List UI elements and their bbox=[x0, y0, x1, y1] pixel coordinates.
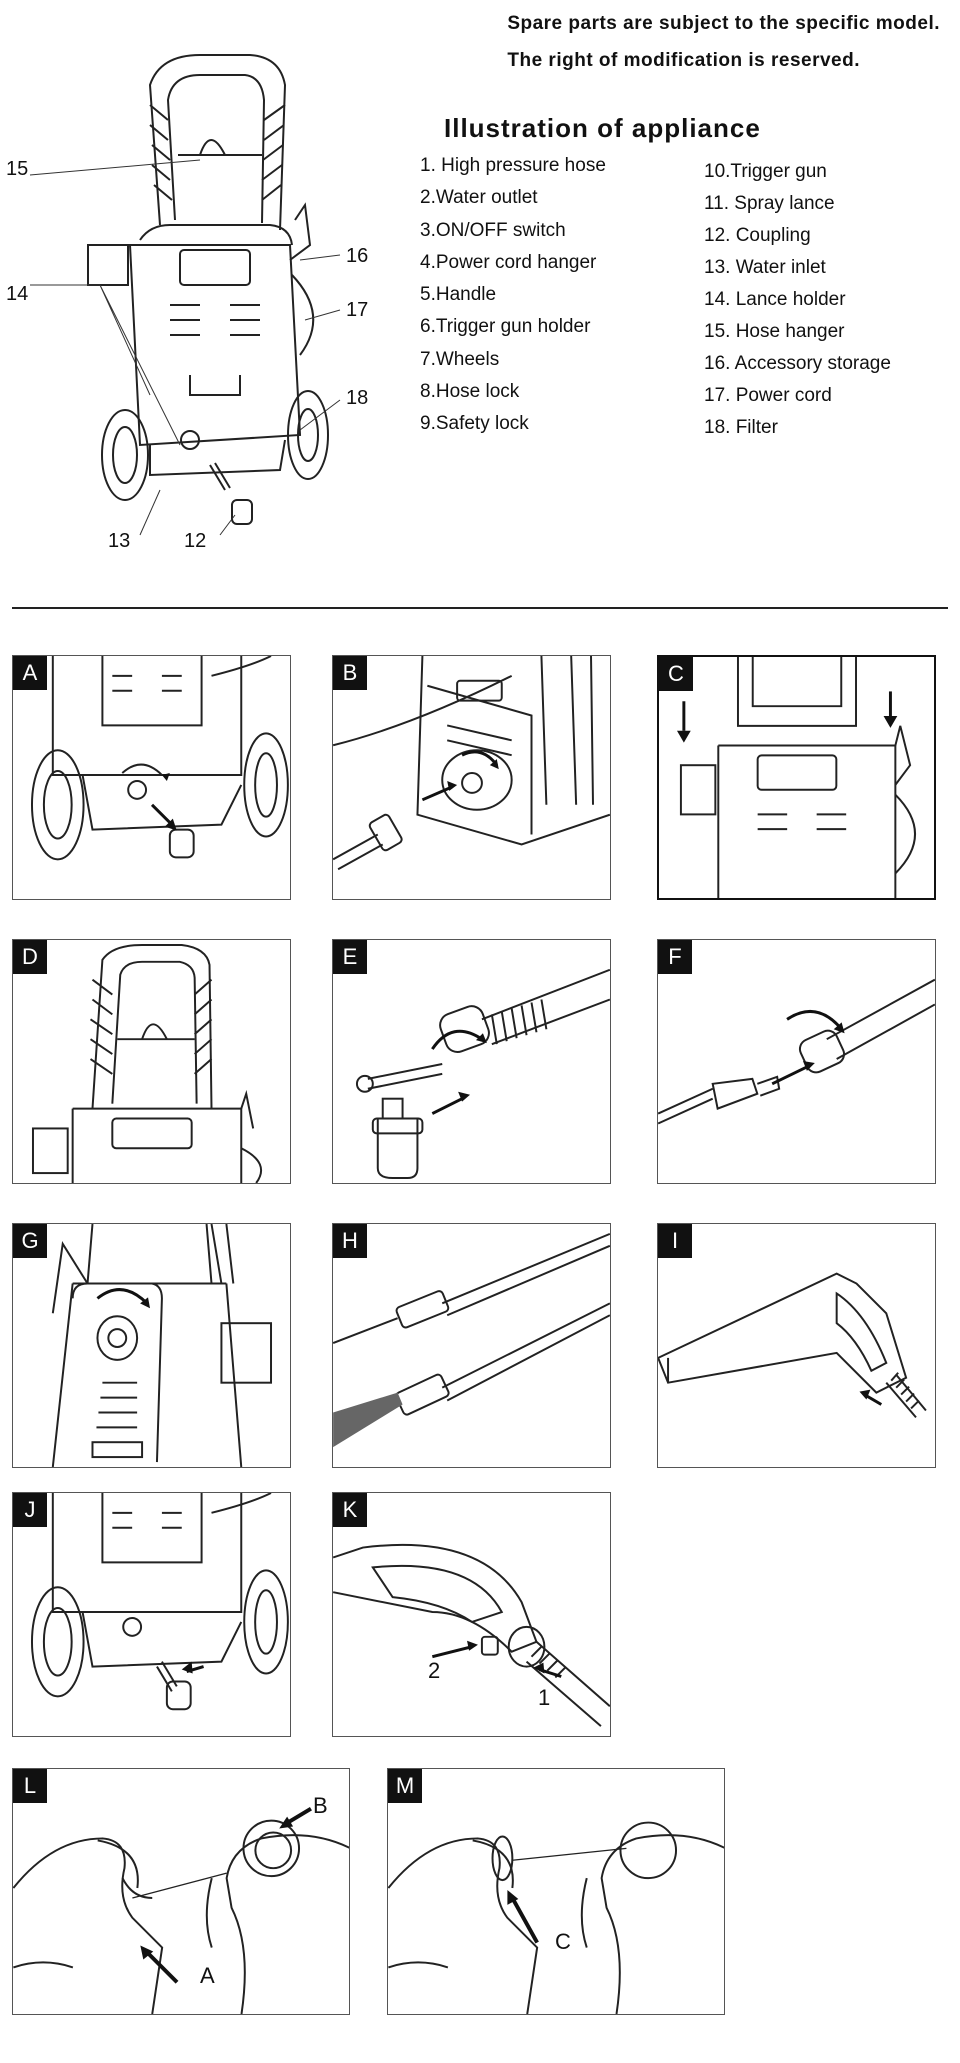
panel-l-label-b: B bbox=[313, 1793, 328, 1818]
panel-i-badge: I bbox=[658, 1224, 692, 1258]
panel-l-badge: L bbox=[13, 1769, 47, 1803]
section-divider bbox=[12, 607, 948, 609]
panel-e: E bbox=[332, 939, 611, 1184]
part-item: 11. Spray lance bbox=[704, 193, 835, 214]
panel-h-badge: H bbox=[333, 1224, 367, 1258]
panel-c-drawing bbox=[676, 657, 916, 898]
part-item: 12. Coupling bbox=[704, 225, 811, 246]
panel-d-drawing bbox=[31, 943, 263, 1183]
part-item: 8.Hose lock bbox=[420, 381, 520, 403]
notice-line-2: The right of modification is reserved. bbox=[507, 50, 860, 71]
panel-k-drawing bbox=[333, 1544, 610, 1727]
panel-l-label-a: A bbox=[200, 1963, 215, 1988]
panel-i: I bbox=[657, 1223, 936, 1468]
callout-12: 12 bbox=[184, 530, 207, 552]
part-item: 14. Lance holder bbox=[704, 289, 846, 310]
panel-h: H bbox=[332, 1223, 611, 1468]
panel-b: B bbox=[332, 655, 611, 900]
panel-k-badge: K bbox=[333, 1493, 367, 1527]
part-item: 9.Safety lock bbox=[420, 413, 529, 435]
callout-17: 17 bbox=[346, 299, 369, 321]
panel-m-badge: M bbox=[388, 1769, 422, 1803]
panel-c: C bbox=[657, 655, 936, 900]
panel-a-drawing bbox=[30, 656, 289, 861]
panel-a-badge: A bbox=[13, 656, 47, 690]
callout-14: 14 bbox=[6, 283, 29, 305]
parts-list-right: 10.Trigger gun 11. Spray lance 12. Coupl… bbox=[704, 156, 891, 444]
part-item: 15. Hose hanger bbox=[704, 321, 845, 342]
panel-f-drawing bbox=[658, 978, 935, 1125]
panel-m-label-c: C bbox=[555, 1929, 571, 1954]
callout-13: 13 bbox=[108, 530, 131, 552]
part-item: 4.Power cord hanger bbox=[420, 251, 597, 273]
panel-e-drawing bbox=[355, 968, 610, 1180]
panel-f: F bbox=[657, 939, 936, 1184]
panel-a: A bbox=[12, 655, 291, 900]
panel-l: L A B bbox=[12, 1768, 350, 2015]
panel-c-badge: C bbox=[659, 657, 693, 691]
panel-k: K 2 1 bbox=[332, 1492, 611, 1737]
part-item: 17. Power cord bbox=[704, 385, 832, 406]
part-item: 3.ON/OFF switch bbox=[420, 219, 566, 241]
parts-list-left: 1. High pressure hose 2.Water outlet 3.O… bbox=[420, 150, 606, 441]
part-item: 10.Trigger gun bbox=[704, 161, 827, 182]
part-item: 6.Trigger gun holder bbox=[420, 316, 591, 338]
part-item: 5.Handle bbox=[420, 284, 497, 306]
panel-k-label-2: 2 bbox=[428, 1658, 441, 1683]
appliance-illustration bbox=[29, 54, 341, 536]
part-item: 2.Water outlet bbox=[420, 187, 538, 209]
part-item: 7.Wheels bbox=[420, 348, 500, 370]
part-item: 13. Water inlet bbox=[704, 257, 826, 278]
panel-d: D bbox=[12, 939, 291, 1184]
panel-g-drawing bbox=[51, 1224, 273, 1467]
panel-h-drawing bbox=[333, 1233, 610, 1448]
part-item: 16. Accessory storage bbox=[704, 353, 891, 374]
panel-e-badge: E bbox=[333, 940, 367, 974]
part-item: 1. High pressure hose bbox=[420, 155, 606, 176]
panel-k-label-1: 1 bbox=[538, 1685, 551, 1710]
notice-line-1: Spare parts are subject to the specific … bbox=[507, 13, 940, 34]
callout-15: 15 bbox=[6, 158, 29, 180]
callout-18: 18 bbox=[346, 387, 369, 409]
panel-j-badge: J bbox=[13, 1493, 47, 1527]
panel-g-badge: G bbox=[13, 1224, 47, 1258]
panel-d-badge: D bbox=[13, 940, 47, 974]
panel-j: J bbox=[12, 1492, 291, 1737]
panel-f-badge: F bbox=[658, 940, 692, 974]
part-item: 18. Filter bbox=[704, 417, 778, 438]
panel-l-drawing bbox=[13, 1806, 349, 2014]
panel-m-drawing bbox=[388, 1821, 724, 2014]
panel-j-drawing bbox=[30, 1493, 289, 1711]
panel-m: M C bbox=[387, 1768, 725, 2015]
illustration-title: Illustration of appliance bbox=[444, 113, 761, 143]
callout-16: 16 bbox=[346, 245, 369, 267]
panel-g: G bbox=[12, 1223, 291, 1468]
panel-i-drawing bbox=[658, 1272, 927, 1419]
panel-b-drawing bbox=[333, 656, 610, 871]
panel-b-badge: B bbox=[333, 656, 367, 690]
